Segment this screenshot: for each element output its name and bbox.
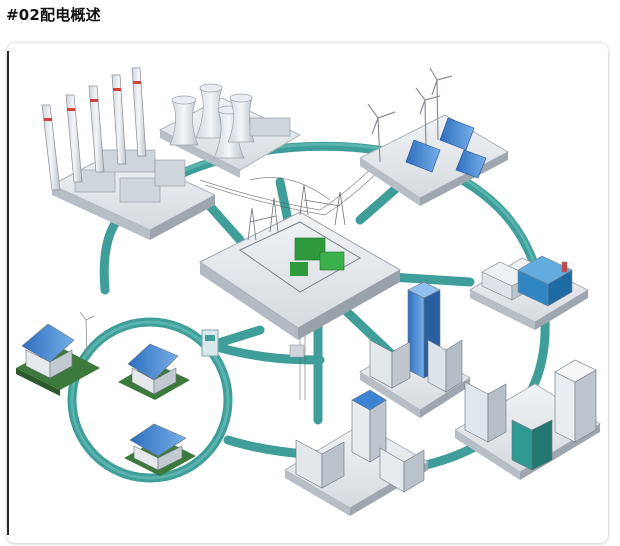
junction-box [201,329,219,357]
wind-turbine-icon [367,67,453,163]
coal-power-plant [41,67,217,240]
page-heading: #02配电概述 [6,6,101,24]
wind-solar-farm [359,67,510,206]
spoke-upper-right [355,180,405,225]
smokestack-icon [41,67,147,191]
central-substation [199,184,402,358]
office-building-icon [369,281,463,393]
house-icon [21,323,187,471]
solar-panel-icon [405,117,487,179]
downtown-towers [454,359,601,480]
cooling-tower-icon [169,83,255,159]
factory-icon [481,255,573,307]
city-block [284,389,429,516]
industrial-park [468,255,590,330]
residential-homes [16,311,196,476]
substation-icon [247,184,346,276]
card-left-edge [7,51,9,535]
skyscraper-icon [464,359,597,471]
commercial-district [359,281,471,418]
nuclear-cooling-towers [158,83,302,178]
spoke-left [207,325,265,350]
